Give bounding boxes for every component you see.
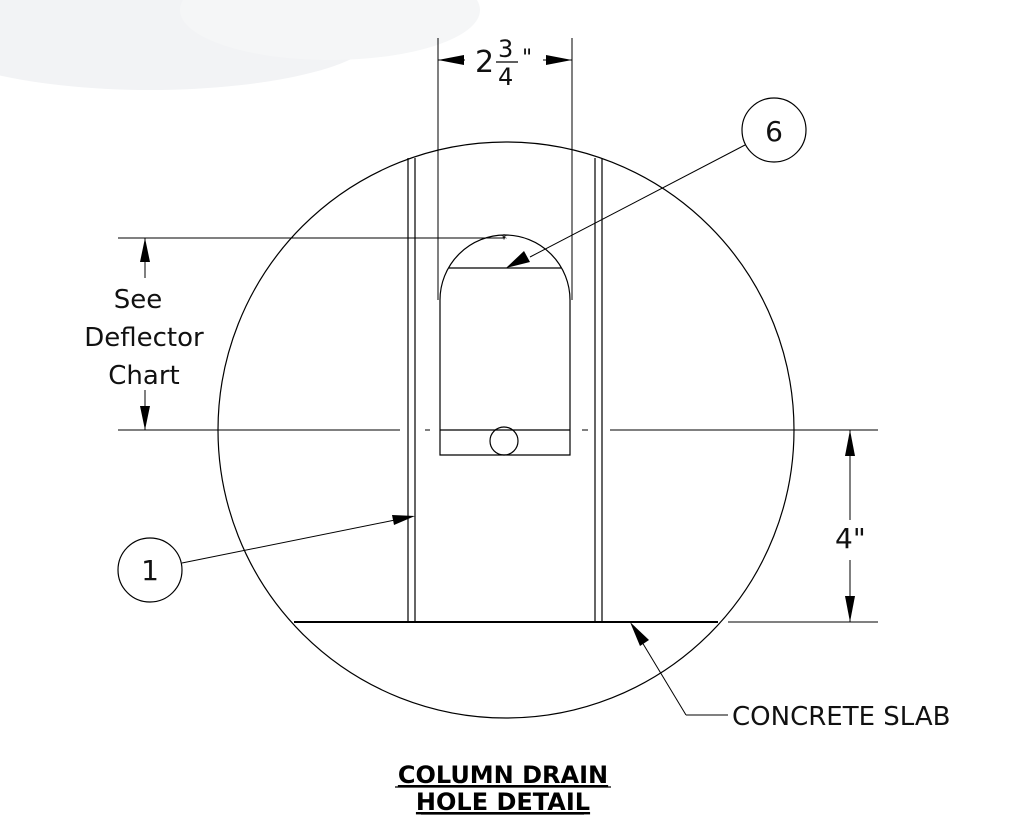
- width-numerator: 3: [498, 35, 513, 63]
- width-unit: ": [522, 46, 532, 71]
- column-wall-left: [407, 158, 416, 622]
- width-whole-number: 2: [475, 45, 494, 80]
- height-dimension-label: 4": [835, 522, 866, 555]
- balloon-1: 1: [117, 515, 415, 603]
- title-line-2: HOLE DETAIL: [416, 788, 590, 816]
- deflector-note-line-3: Chart: [108, 361, 179, 391]
- width-denominator: 4: [498, 63, 513, 91]
- concrete-slab-label: CONCRETE SLAB: [732, 702, 951, 732]
- balloon-6-label: 6: [765, 115, 783, 148]
- drain-hole: *: [439, 232, 571, 456]
- balloon-1-label: 1: [141, 554, 159, 587]
- deflector-note-line-2: Deflector: [84, 323, 204, 353]
- width-dimension: 2 3 4 ": [437, 35, 573, 300]
- hole-top-mark: *: [501, 232, 507, 246]
- watermark-shapes: [0, 0, 480, 90]
- height-dimension: 4": [728, 430, 878, 623]
- balloon-6: 6: [506, 97, 807, 268]
- title-line-1: COLUMN DRAIN: [398, 761, 608, 789]
- deflector-dimension: See Deflector Chart: [84, 237, 505, 430]
- detail-title: COLUMN DRAIN HOLE DETAIL: [395, 761, 611, 816]
- concrete-slab-leader: CONCRETE SLAB: [630, 622, 951, 732]
- drain-hole-pin-circle: [489, 426, 519, 456]
- deflector-note-line-1: See: [114, 285, 163, 315]
- column-wall-right: [594, 158, 603, 622]
